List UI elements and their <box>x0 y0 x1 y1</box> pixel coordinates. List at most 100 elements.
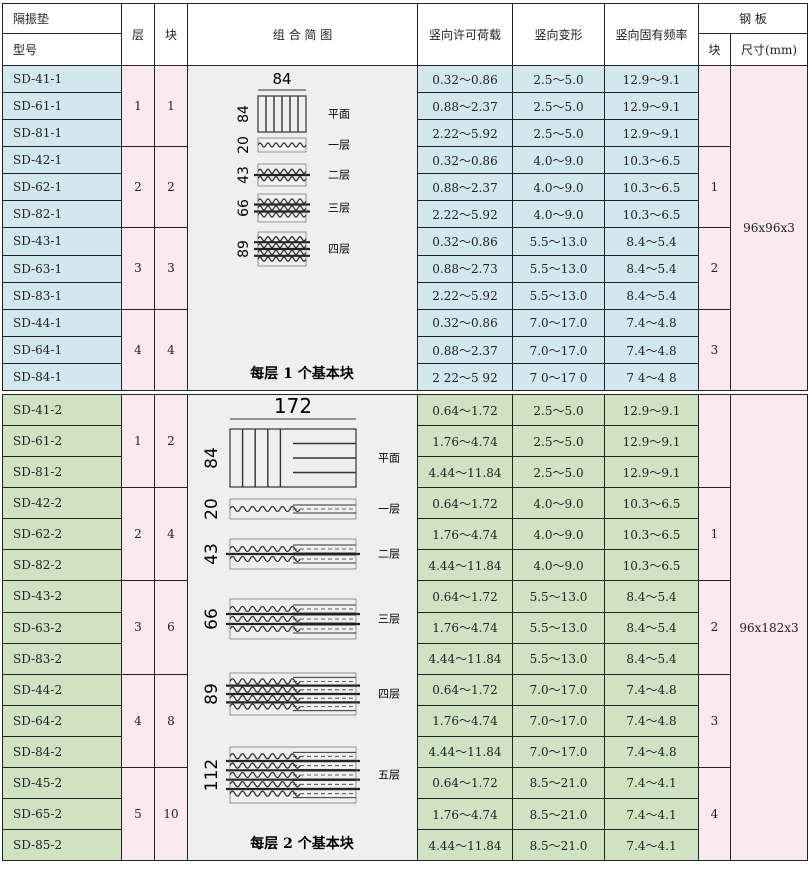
freq-cell: 10.3～6.5 <box>604 549 699 582</box>
model-cell: SD-44-2 <box>2 673 122 706</box>
height-dimension-label: 66 <box>202 608 222 630</box>
model-cell: SD-81-2 <box>2 456 122 488</box>
steel-size-cell: 96x182x3 <box>729 394 809 861</box>
load-cell: 2 22～5 92 <box>417 363 513 391</box>
deform-cell: 8.5～21.0 <box>512 829 605 861</box>
model-cell: SD-62-1 <box>2 173 122 202</box>
header-steel-size: 尺寸(mm) <box>729 33 809 66</box>
load-cell: 4.44～11.84 <box>417 642 513 675</box>
height-dimension-label: 84 <box>202 447 222 469</box>
diagram-layer-0: 84 平面 <box>202 428 400 488</box>
blocks-cell: 4 <box>154 486 188 582</box>
layer-label: 三层 <box>378 613 400 626</box>
header-steel-top: 钢 板 <box>697 3 809 34</box>
model-cell: SD-61-2 <box>2 425 122 457</box>
freq-cell: 12.9～9.1 <box>604 119 699 147</box>
model-cell: SD-82-2 <box>2 549 122 582</box>
freq-cell: 12.9～9.1 <box>604 425 699 457</box>
diagram-caption: 每层 1 个基本块 <box>250 365 354 382</box>
steel-blocks-cell: 2 <box>698 227 731 310</box>
load-cell: 0.64～1.72 <box>417 580 513 613</box>
deform-cell: 7 0～17 0 <box>512 363 605 391</box>
load-cell: 1.76～4.74 <box>417 518 513 551</box>
freq-cell: 12.9～9.1 <box>604 456 699 488</box>
model-cell: SD-81-1 <box>2 119 122 147</box>
layers-cell: 2 <box>121 486 155 582</box>
freq-cell: 8.4～5.4 <box>604 611 699 644</box>
height-dimension-label: 89 <box>236 240 252 258</box>
model-cell: SD-62-2 <box>2 518 122 551</box>
layers-cell: 1 <box>121 394 155 488</box>
load-cell: 0.32～0.86 <box>417 145 513 175</box>
load-cell: 4.44～11.84 <box>417 735 513 768</box>
layer-label: 平面 <box>378 452 400 465</box>
layer-label: 平面 <box>328 108 350 121</box>
freq-cell: 8.4～5.4 <box>604 227 699 256</box>
load-cell: 2.22～5.92 <box>417 281 513 310</box>
layer-label: 二层 <box>378 548 400 561</box>
header-diagram: 组 合 简 图 <box>187 3 418 66</box>
freq-cell: 8.4～5.4 <box>604 281 699 310</box>
model-cell: SD-45-2 <box>2 766 122 800</box>
load-cell: 0.32～0.86 <box>417 65 513 93</box>
height-dimension-label: 89 <box>202 683 222 705</box>
load-cell: 4.44～11.84 <box>417 829 513 861</box>
freq-cell: 12.9～9.1 <box>604 394 699 426</box>
freq-cell: 7.4～4.8 <box>604 735 699 768</box>
freq-cell: 10.3～6.5 <box>604 486 699 520</box>
model-cell: SD-84-1 <box>2 363 122 391</box>
model-cell: SD-64-1 <box>2 336 122 364</box>
header-layers: 层 <box>121 3 155 66</box>
diagram-layer-3: 66 三层 <box>202 598 400 640</box>
freq-cell: 7.4～4.1 <box>604 798 699 830</box>
steel-size-cell: 96x96x3 <box>729 65 809 391</box>
load-cell: 0.64～1.72 <box>417 673 513 706</box>
deform-cell: 7.0～17.0 <box>512 673 605 706</box>
load-cell: 1.76～4.74 <box>417 798 513 830</box>
load-cell: 1.76～4.74 <box>417 611 513 644</box>
blocks-cell: 2 <box>154 145 188 229</box>
layer-label: 四层 <box>378 688 400 701</box>
steel-blocks-cell: 3 <box>698 673 731 768</box>
deform-cell: 7.0～17.0 <box>512 704 605 737</box>
deform-cell: 8.5～21.0 <box>512 766 605 800</box>
model-cell: SD-42-2 <box>2 486 122 520</box>
load-cell: 0.88～2.37 <box>417 92 513 120</box>
deform-cell: 5.5～13.0 <box>512 611 605 644</box>
deform-cell: 2.5～5.0 <box>512 456 605 488</box>
steel-blocks-cell: 4 <box>698 766 731 862</box>
spec-table: 隔振垫 层 块 组 合 简 图 竖向许可荷载 竖向变形 竖向固有频率 钢 板 型… <box>2 3 809 862</box>
diagram-layer-4: 89 四层 <box>202 672 400 716</box>
model-cell: SD-61-1 <box>2 92 122 120</box>
load-cell: 0.32～0.86 <box>417 227 513 256</box>
layers-cell: 3 <box>121 580 155 675</box>
deform-cell: 7.0～17.0 <box>512 308 605 338</box>
diagram-caption: 每层 2 个基本块 <box>250 835 354 852</box>
model-cell: SD-63-1 <box>2 254 122 283</box>
model-cell: SD-64-2 <box>2 704 122 737</box>
load-cell: 2.22～5.92 <box>417 119 513 147</box>
blocks-cell: 3 <box>154 227 188 310</box>
